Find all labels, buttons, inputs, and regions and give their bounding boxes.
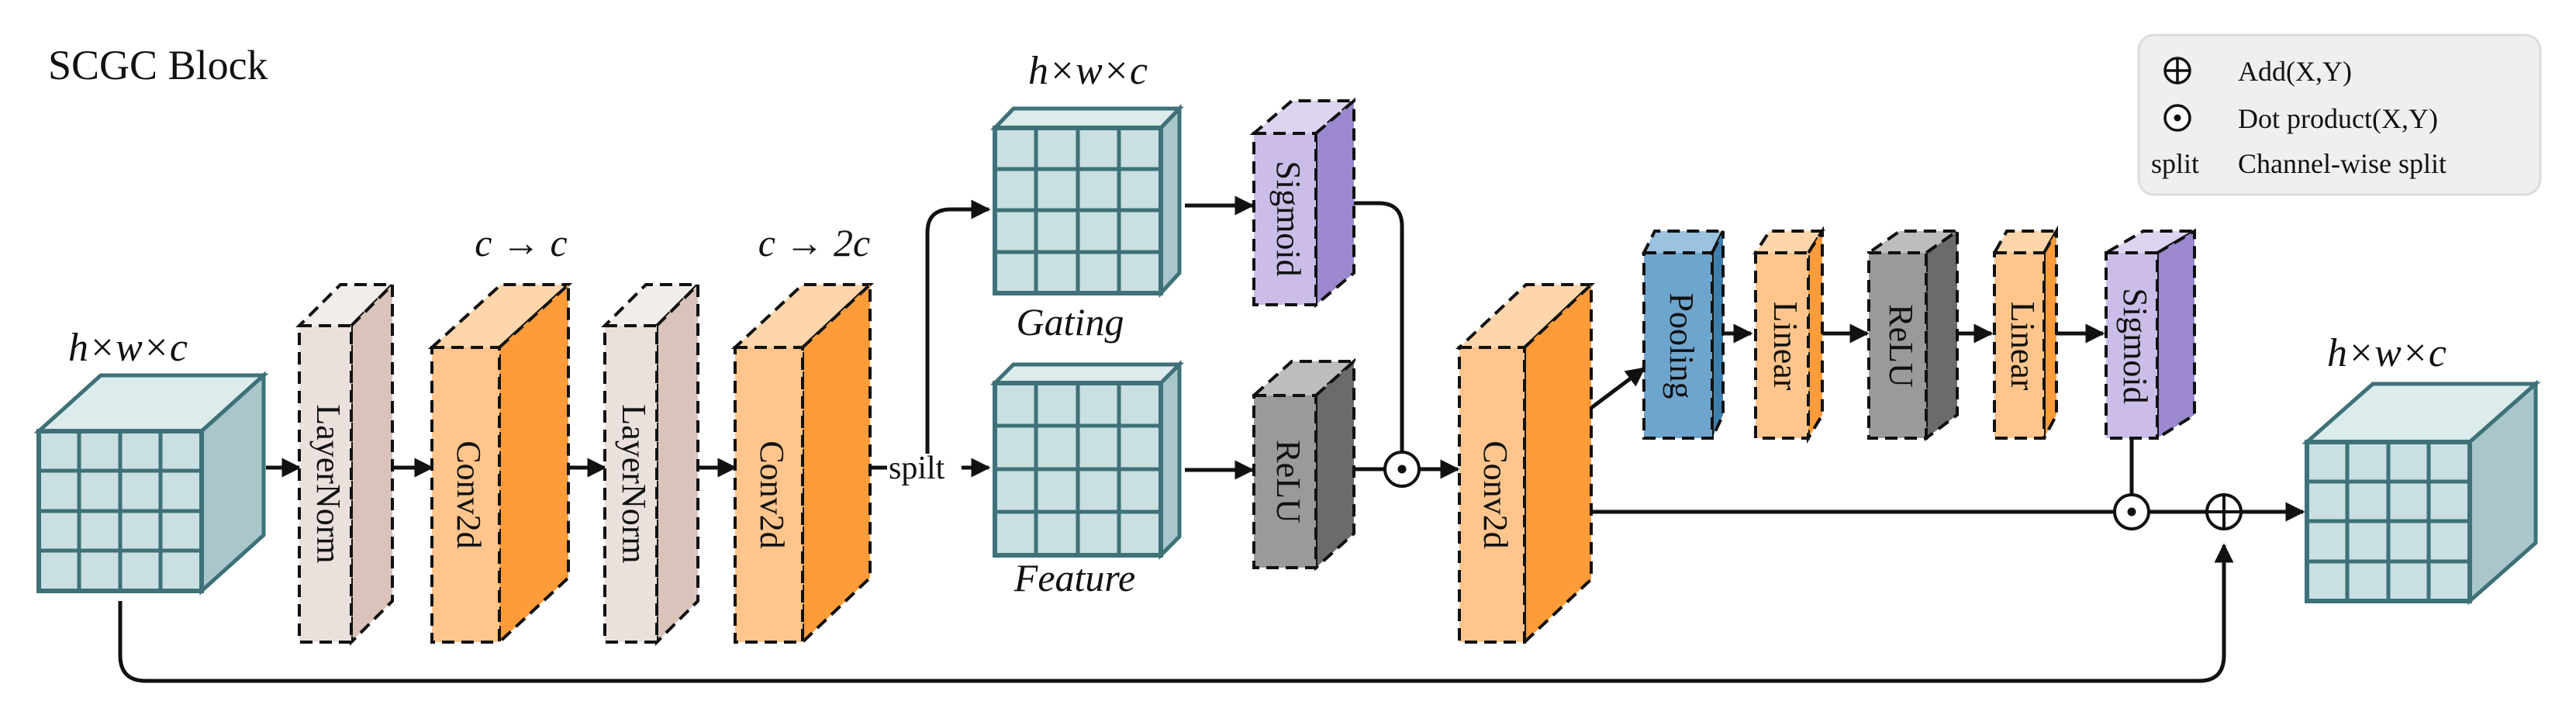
input-tensor-cube	[33, 371, 269, 596]
conv2d-block-3	[1455, 281, 1596, 646]
conv2d-block	[427, 281, 573, 646]
linear-label: Linear	[1766, 302, 1804, 391]
add-symbol-icon	[2163, 57, 2191, 85]
residual-connection-arrow	[118, 543, 2234, 683]
input-dims-label: h×w×c	[68, 326, 188, 370]
linear-block	[1752, 226, 1825, 444]
relu-label: ReLU	[1269, 440, 1307, 523]
gating-caption: Gating	[1017, 300, 1124, 344]
relu-block-2	[1863, 228, 1963, 441]
layernorm-label-2: LayerNorm	[615, 404, 653, 563]
legend-dot-label: Dot product(X,Y)	[2238, 103, 2438, 134]
arrow-sigmoid-to-dot	[1354, 201, 1404, 452]
channel-map-label-2: c → 2c	[758, 221, 870, 264]
output-tensor-cube	[2301, 379, 2541, 606]
sigmoid-block-2	[2100, 228, 2201, 441]
feature-caption: Feature	[1013, 556, 1135, 599]
conv2d-label-2: Conv2d	[753, 440, 791, 548]
relu-block	[1249, 358, 1359, 572]
legend-box	[2137, 33, 2542, 196]
channel-map-label-1: c → c	[475, 221, 567, 264]
conv2d-label-3: Conv2d	[1476, 440, 1514, 548]
layernorm-block-2	[601, 281, 702, 646]
pooling-label: Pooling	[1663, 293, 1701, 399]
sigmoid-label: Sigmoid	[1269, 161, 1307, 276]
arrow-split-to-gating	[925, 199, 991, 454]
arrow-conv3-to-pooling	[1590, 367, 1645, 409]
gating-cube	[990, 103, 1184, 299]
add-icon	[2205, 493, 2243, 530]
feature-cube	[989, 359, 1185, 561]
layernorm-label: LayerNorm	[309, 404, 347, 563]
layernorm-block	[295, 281, 396, 646]
linear-block-2	[1991, 225, 2060, 440]
dot-product-icon-2	[2113, 493, 2150, 530]
sigmoid-block	[1249, 97, 1359, 309]
conv2d-label: Conv2d	[450, 440, 488, 548]
dot-product-icon	[1383, 451, 1421, 488]
legend-add-label: Add(X,Y)	[2238, 56, 2352, 87]
diagram-title: SCGC Block	[48, 42, 268, 88]
linear-label-2: Linear	[2004, 302, 2042, 391]
output-dims-label: h×w×c	[2327, 331, 2447, 375]
relu-label-2: ReLU	[1882, 304, 1920, 388]
sigmoid-label-2: Sigmoid	[2116, 288, 2154, 403]
gating-dims-label: h×w×c	[1028, 49, 1148, 93]
pooling-block	[1641, 230, 1726, 440]
legend-split-symbol: split	[2151, 148, 2199, 179]
legend: Add(X,Y) Dot product(X,Y) split Channel-…	[2137, 33, 2542, 196]
conv2d-block-2	[730, 281, 875, 646]
legend-split-label: Channel-wise split	[2238, 148, 2447, 179]
split-label: spilt	[889, 451, 945, 486]
dot-product-symbol-icon	[2163, 104, 2191, 132]
